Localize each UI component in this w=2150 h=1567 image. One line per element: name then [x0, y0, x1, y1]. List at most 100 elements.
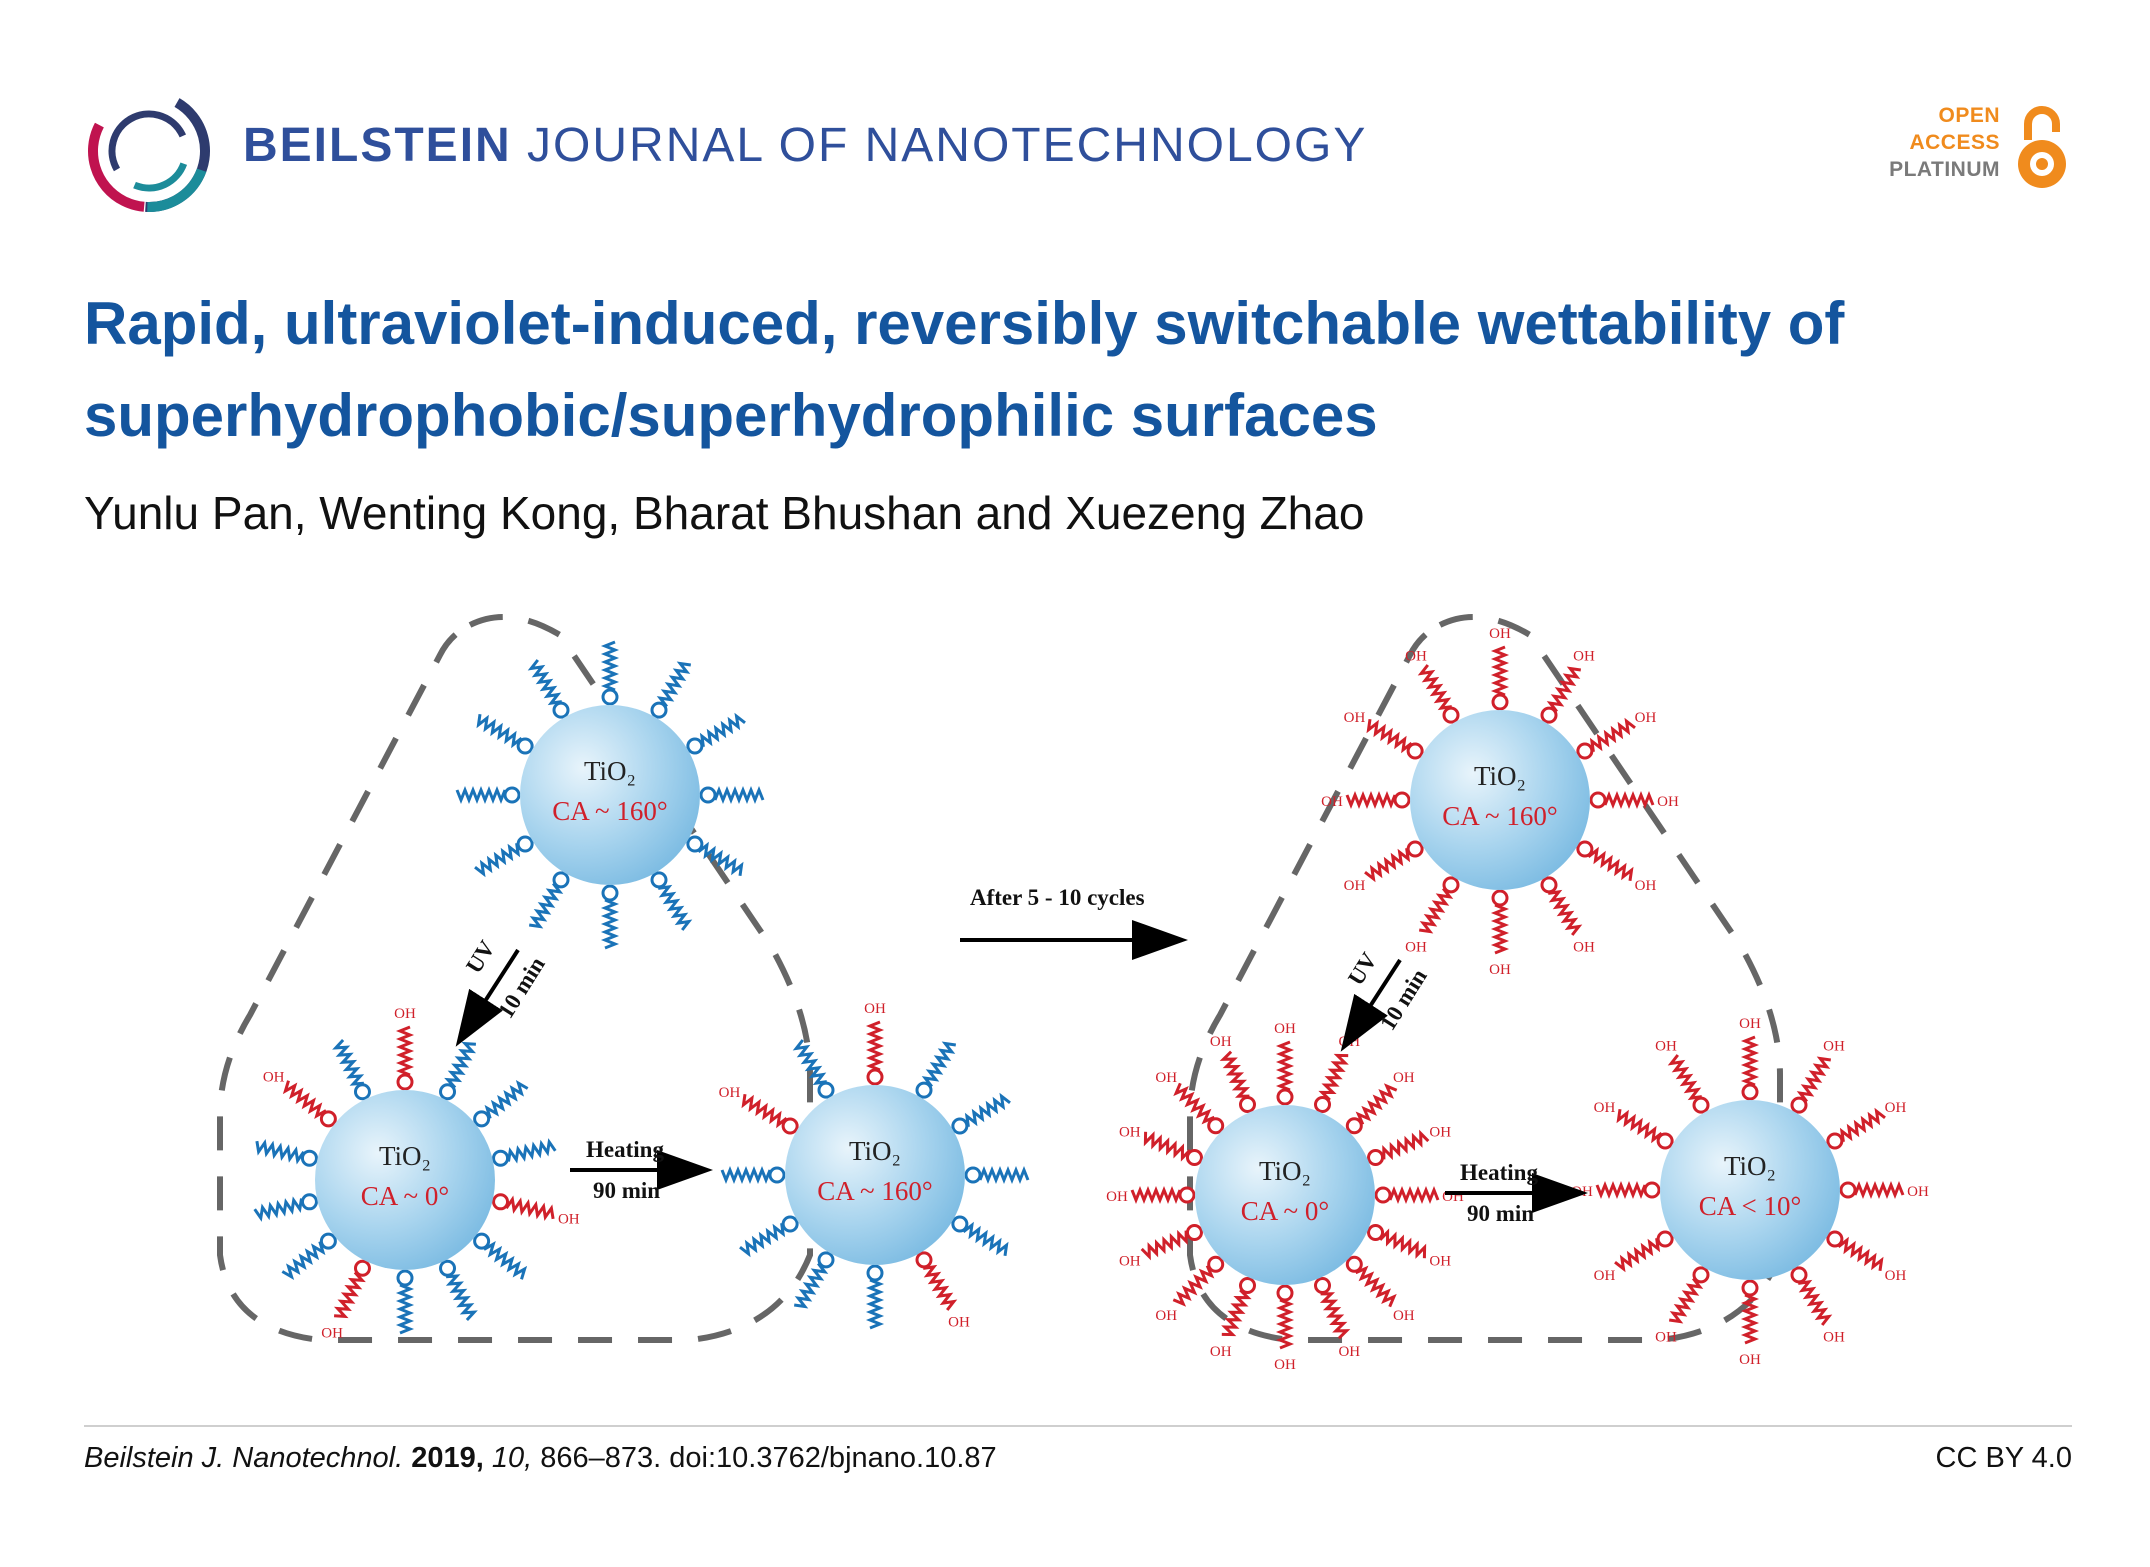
oa-line1: OPEN — [1938, 104, 2000, 127]
hydroxyl-chain: OH — [1119, 1224, 1203, 1269]
svg-text:OH: OH — [1594, 1268, 1616, 1284]
hydroxyl-chain: OH — [1790, 1039, 1845, 1114]
ca-label: CA ~ 160° — [552, 796, 667, 826]
uv-time-label: 10 min — [1375, 964, 1432, 1034]
svg-text:OH: OH — [1739, 1016, 1761, 1032]
graphical-abstract: OHOHOHOHOHOHOHOHOHOHOHOHOHOHOHOHOHOHOHOH… — [217, 614, 1929, 1373]
silane-chain — [600, 640, 620, 706]
hydroxyl-chain: OH — [1345, 1070, 1415, 1135]
hydroxyl-chain: OH — [1210, 1034, 1256, 1113]
journal-name-rest: JOURNAL OF NANOTECHNOLOGY — [527, 119, 1368, 172]
article-authors: Yunlu Pan, Wenting Kong, Bharat Bhushan … — [84, 487, 1365, 539]
hydroxyl-chain: OH — [1155, 1070, 1225, 1135]
hydroxyl-chain: OH — [1314, 1034, 1360, 1113]
hydroxyl-chain: OH — [1576, 840, 1656, 894]
svg-text:OH: OH — [263, 1069, 285, 1085]
silane-chain — [650, 661, 692, 719]
svg-text:OH: OH — [1885, 1268, 1907, 1284]
silane-chain — [473, 1232, 528, 1280]
silane-chain — [528, 871, 570, 929]
license: CC BY 4.0 — [1935, 1442, 2072, 1474]
open-lock-icon — [2018, 106, 2066, 188]
svg-text:OH: OH — [948, 1314, 970, 1330]
hydroxyl-chain: OH — [1321, 790, 1411, 810]
citation-journal: Beilstein J. Nanotechnol. — [84, 1442, 404, 1474]
silane-chain — [332, 1038, 371, 1101]
hydroxyl-chain: OH — [864, 1001, 886, 1086]
ca-label: CA ~ 160° — [817, 1176, 932, 1206]
silane-chain — [686, 835, 744, 877]
hydroxyl-chain: OH — [1274, 1021, 1296, 1106]
particle-label: TiO₂ — [379, 1141, 431, 1171]
hydroxyl-chain: OH — [1119, 1125, 1203, 1166]
silane-chain — [699, 785, 765, 805]
svg-text:OH: OH — [1489, 962, 1511, 978]
svg-text:OH: OH — [1393, 1308, 1415, 1324]
particle-label: TiO₂ — [584, 756, 636, 786]
silane-chain — [439, 1259, 478, 1322]
svg-text:OH: OH — [321, 1325, 343, 1341]
silane-chain — [439, 1041, 477, 1101]
hydroxyl-chain: OH — [1489, 626, 1511, 711]
hydroxyl-chain: OH — [1367, 1125, 1451, 1166]
ca-label: CA ~ 0° — [1241, 1196, 1329, 1226]
hydroxyl-chain: OH — [915, 1251, 970, 1330]
silane-chain — [720, 1165, 786, 1185]
silane-chain — [951, 1092, 1011, 1135]
svg-text:OH: OH — [1594, 1100, 1616, 1116]
svg-text:OH: OH — [558, 1211, 580, 1227]
hydroxyl-chain: OH — [1739, 1016, 1761, 1101]
citation-volume: 10, — [491, 1442, 533, 1474]
svg-text:OH: OH — [1274, 1021, 1296, 1037]
svg-text:OH: OH — [1344, 878, 1366, 894]
svg-text:OH: OH — [1655, 1039, 1677, 1055]
svg-text:OH: OH — [1106, 1189, 1128, 1205]
particle-label: TiO₂ — [1259, 1156, 1311, 1186]
beilstein-logo-icon — [88, 90, 210, 212]
hydroxyl-chain: OH — [1374, 1185, 1464, 1205]
hydroxyl-chain: OH — [1589, 790, 1679, 810]
svg-text:OH: OH — [1429, 1125, 1451, 1141]
silane-chain — [793, 1251, 835, 1309]
svg-text:OH: OH — [1405, 649, 1427, 665]
hydroxyl-chain: OH — [1274, 1284, 1296, 1373]
hydroxyl-chain: OH — [1594, 1100, 1674, 1150]
svg-text:OH: OH — [1119, 1253, 1141, 1269]
svg-text:OH: OH — [1274, 1357, 1296, 1373]
particle-label: TiO₂ — [849, 1136, 901, 1166]
tio2-particle-left-bottom-left — [315, 1090, 495, 1270]
tio2-particle-left-top — [520, 705, 700, 885]
silane-chain — [492, 1138, 557, 1167]
uv-time-label: 10 min — [493, 952, 550, 1022]
silane-chain — [253, 1193, 318, 1222]
left-dashed-boundary — [217, 614, 813, 1343]
svg-text:OH: OH — [1739, 1352, 1761, 1368]
citation-pages-doi: 866–873. doi:10.3762/bjnano.10.87 — [540, 1442, 997, 1474]
oa-line2: ACCESS — [1909, 131, 2000, 154]
particle-label: TiO₂ — [1474, 761, 1526, 791]
journal-name: BEILSTEIN JOURNAL OF NANOTECHNOLOGY — [243, 118, 1367, 173]
svg-text:OH: OH — [1655, 1329, 1677, 1345]
silane-chain — [455, 785, 521, 805]
open-access-badge: OPEN ACCESS PLATINUM — [1880, 102, 2080, 192]
svg-text:OH: OH — [864, 1001, 886, 1017]
tio2-particle-right-top — [1410, 710, 1590, 890]
svg-text:OH: OH — [1885, 1100, 1907, 1116]
silane-chain — [473, 1080, 529, 1128]
svg-text:OH: OH — [1210, 1034, 1232, 1050]
tio2-particle-right-bottom-left — [1195, 1105, 1375, 1285]
hydroxyl-chain: OH — [1155, 1255, 1225, 1324]
silane-chain — [964, 1165, 1030, 1185]
hydroxyl-chain: OH — [1405, 876, 1460, 955]
footer-divider — [84, 1425, 2072, 1427]
hydroxyl-chain: OH — [1576, 710, 1656, 760]
hydroxyl-chain: OH — [1839, 1180, 1929, 1200]
article-title: Rapid, ultraviolet-induced, reversibly s… — [84, 290, 1845, 449]
citation-year: 2019, — [411, 1442, 484, 1474]
silane-chain — [527, 659, 570, 719]
hydroxyl-chain: OH — [1344, 710, 1424, 760]
svg-text:OH: OH — [1489, 626, 1511, 642]
tio2-particle-right-bottom-right — [1660, 1100, 1840, 1280]
silane-chain — [739, 1215, 799, 1258]
svg-text:OH: OH — [1119, 1125, 1141, 1141]
